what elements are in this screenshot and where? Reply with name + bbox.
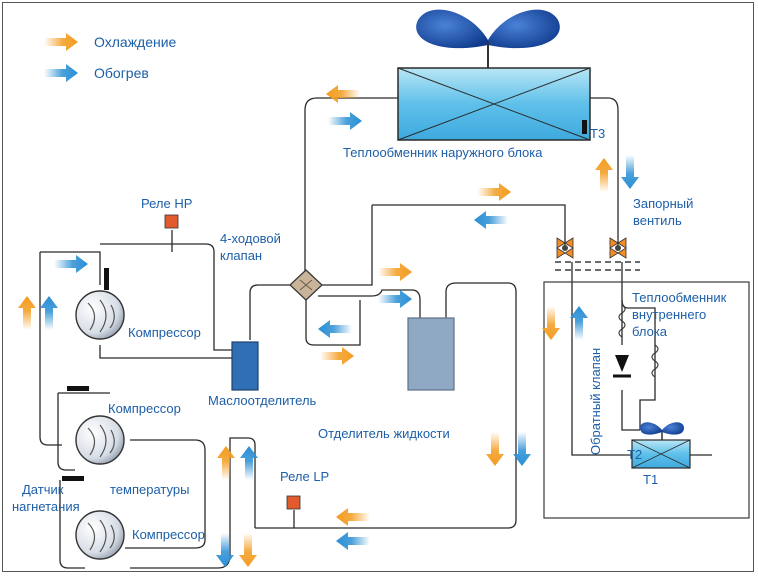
lp-relay-label: Реле LP xyxy=(280,469,330,484)
oil-separator-label: Маслоотделитель xyxy=(208,393,317,408)
stop-valve-right-icon xyxy=(609,237,627,259)
discharge-sensor-label-1: Датчик xyxy=(22,482,64,497)
t2-label: T2 xyxy=(627,447,643,462)
indoor-hx-label-2: внутреннего xyxy=(632,307,707,322)
indoor-hx-label-1: Теплообменник xyxy=(632,290,727,305)
pipes xyxy=(39,97,712,569)
liquid-separator-icon xyxy=(407,317,455,391)
legend-cooling-arrow-icon xyxy=(44,33,78,51)
outdoor-hx-label: Теплообменник наружного блока xyxy=(343,145,543,160)
check-valve-label: Обратный клапан xyxy=(588,347,603,455)
indoor-heat-exchanger xyxy=(631,439,691,469)
check-valve-icon xyxy=(613,355,631,378)
compressor-3-label: Компрессор xyxy=(132,527,205,542)
compressor-1-icon xyxy=(75,268,125,340)
compressor-1-label: Компрессор xyxy=(128,325,201,340)
lp-relay-icon xyxy=(286,495,301,510)
t1-label: T1 xyxy=(643,472,659,487)
indoor-hx-label-3: блока xyxy=(632,324,668,339)
legend-heating-label: Обогрев xyxy=(94,65,149,81)
hp-relay-icon xyxy=(164,214,179,229)
four-way-label-1: 4-ходовой xyxy=(220,231,281,246)
compressor-3-icon xyxy=(62,476,125,560)
legend-cooling-label: Охлаждение xyxy=(94,34,177,50)
indoor-hx-coil-icon xyxy=(618,304,659,378)
compressor-2-label: Компрессор xyxy=(108,401,181,416)
compressor-2-icon xyxy=(67,386,125,465)
hp-relay-label: Реле HP xyxy=(141,196,193,211)
oil-separator-icon xyxy=(231,341,259,391)
stop-valve-label-2: вентиль xyxy=(633,213,682,228)
indoor-unit-box xyxy=(543,281,750,519)
outdoor-heat-exchanger xyxy=(397,67,591,141)
temperature-label: температуры xyxy=(110,482,190,497)
stop-valve-left-icon xyxy=(556,237,574,259)
indoor-fan-icon xyxy=(640,422,684,440)
four-way-label-2: клапан xyxy=(220,248,263,263)
t3-label: T3 xyxy=(590,126,606,141)
legend-heating-arrow-icon xyxy=(44,64,78,82)
outdoor-fan-icon xyxy=(416,9,560,68)
liquid-separator-label: Отделитель жидкости xyxy=(318,426,450,441)
four-way-valve-icon xyxy=(289,269,323,301)
dashed-connection xyxy=(555,261,640,271)
discharge-sensor-label-2: нагнетания xyxy=(12,499,80,514)
stop-valve-label-1: Запорный xyxy=(633,196,694,211)
